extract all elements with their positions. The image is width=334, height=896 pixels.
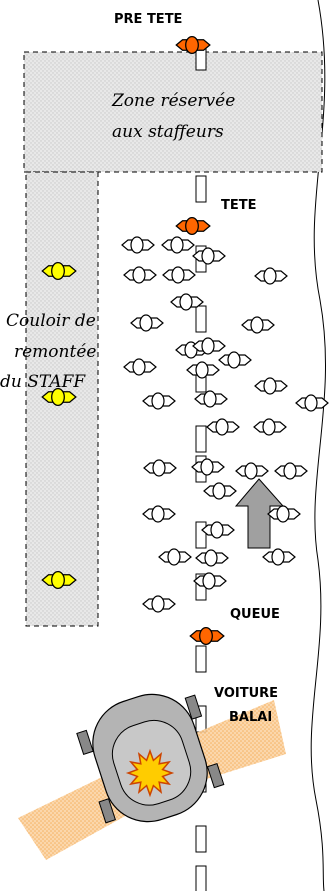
bicycle-rider-icon [255,268,287,284]
tete-label: TETE [221,198,257,213]
voiture-label: VOITURE [214,686,278,701]
motorbike-icon [190,628,224,645]
bicycle-rider-icon [202,522,234,538]
bicycle-rider-icon [204,483,236,499]
corridor-title-line1: Couloir de [6,311,96,331]
balai-label: BALAI [229,710,272,725]
road-dash [196,826,206,852]
bicycle-rider-icon [263,549,295,565]
road-dash [196,426,206,452]
bicycle-rider-icon [219,352,251,368]
bicycle-rider-icon [122,237,154,253]
bicycle-rider-icon [159,549,191,565]
staff-zone [24,52,322,172]
bicycle-rider-icon [236,463,268,479]
bicycle-rider-icon [275,463,307,479]
road-dash [196,866,206,891]
road-dash [196,522,206,548]
bicycle-rider-icon [131,315,163,331]
bicycle-rider-icon [254,419,286,435]
bicycle-rider-icon [143,596,175,612]
bicycle-rider-icon [255,378,287,394]
road-dash [196,176,206,202]
corridor-title-line2: remontée [14,342,96,362]
bicycle-rider-icon [187,362,219,378]
queue-label: QUEUE [230,607,280,622]
bicycle-rider-icon [143,393,175,409]
pre-tete-label: PRE TETE [114,12,182,27]
bicycle-rider-icon [268,506,300,522]
corridor-title-line3: du STAFF [0,372,86,392]
motorbike-icon [176,218,210,235]
bicycle-rider-icon [196,550,228,566]
zone-title-line1: Zone réservée [111,91,235,111]
bicycle-rider-icon [242,317,274,333]
bicycle-rider-icon [195,391,227,407]
broom-wagon-car-icon [18,680,286,860]
bicycle-rider-icon [207,419,239,435]
bicycle-rider-icon [144,460,176,476]
bicycle-rider-icon [162,237,194,253]
zone-title-line2: aux staffeurs [112,122,224,142]
bicycle-rider-icon [143,506,175,522]
bicycle-rider-icon [124,267,156,283]
road-dash [196,646,206,672]
bicycle-rider-icon [124,359,156,375]
bicycle-rider-icon [163,267,195,283]
peloton-riders [122,237,328,612]
road-dash [196,306,206,332]
